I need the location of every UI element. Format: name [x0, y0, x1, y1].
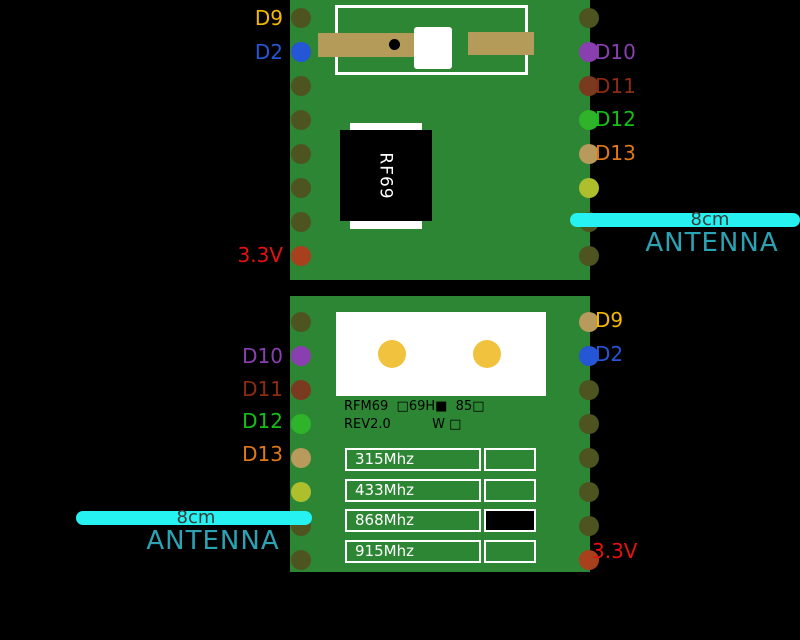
pin-pad-d12	[579, 110, 599, 130]
freq-option-433: 433Mhz	[345, 479, 481, 502]
pin-pad	[291, 144, 311, 164]
freq-checkbox-868-selected	[484, 509, 536, 532]
pin-pad-d13	[291, 448, 311, 468]
pin-pad-d11	[579, 76, 599, 96]
tan-component-left	[318, 33, 416, 57]
freq-option-915: 915Mhz	[345, 540, 481, 563]
pin-pad	[291, 8, 311, 28]
pin-pad	[291, 312, 311, 332]
pin-pad	[579, 414, 599, 434]
pin-label-3v3: 3.3V	[592, 539, 638, 563]
antenna-wire	[76, 511, 312, 525]
gold-pad-right	[473, 340, 501, 368]
pin-label-d10: D10	[595, 40, 636, 64]
pin-pad	[579, 482, 599, 502]
pin-pad	[579, 8, 599, 28]
pin-pad-d9	[579, 312, 599, 332]
pin-label-d2: D2	[254, 40, 283, 64]
pin-pad	[291, 550, 311, 570]
pin-pad	[291, 482, 311, 502]
pin-pad	[579, 178, 599, 198]
antenna-wire	[570, 213, 800, 227]
pin-label-d11: D11	[595, 74, 636, 98]
pin-label-d9: D9	[254, 6, 283, 30]
pin-pad-d2	[579, 346, 599, 366]
pin-pad	[579, 380, 599, 400]
silkscreen-line2: REV2.0 W □	[344, 417, 462, 432]
antenna-label: ANTENNA	[645, 228, 779, 258]
freq-checkbox-433	[484, 479, 536, 502]
pin-pad-d12	[291, 414, 311, 434]
rf69-chip-label: RF69	[375, 151, 396, 200]
pin-pad-d10	[291, 346, 311, 366]
pin-label-d13: D13	[595, 141, 636, 165]
pin-pad-3v3	[291, 246, 311, 266]
freq-option-315: 315Mhz	[345, 448, 481, 471]
pin-pad-d10	[579, 42, 599, 62]
pin-pad	[579, 516, 599, 536]
pin-pad-3v3	[579, 550, 599, 570]
silkscreen-line1: RFM69 □69H■ 85□	[344, 399, 485, 414]
solder-dot	[389, 39, 400, 50]
pin-pad	[291, 178, 311, 198]
crystal-component	[414, 27, 452, 69]
chip-pad-bottom	[350, 219, 422, 229]
pin-label-d9: D9	[595, 308, 624, 332]
pin-label-d2: D2	[595, 342, 624, 366]
antenna-length-label: 8cm	[690, 209, 730, 230]
freq-option-868: 868Mhz	[345, 509, 481, 532]
pin-label-d12: D12	[242, 409, 283, 433]
antenna-label: ANTENNA	[146, 526, 280, 556]
pin-label-d10: D10	[242, 344, 283, 368]
module-footprint	[336, 312, 546, 396]
pin-pad	[579, 448, 599, 468]
pin-pad	[291, 110, 311, 130]
tan-component-right	[468, 32, 534, 55]
gold-pad-left	[378, 340, 406, 368]
rf69-chip: RF69	[340, 130, 432, 221]
pin-pad	[291, 212, 311, 232]
pin-pad-d2	[291, 42, 311, 62]
pin-pad-d11	[291, 380, 311, 400]
pin-pad	[579, 246, 599, 266]
pin-pad	[291, 76, 311, 96]
antenna-length-label: 8cm	[176, 507, 216, 528]
freq-checkbox-915	[484, 540, 536, 563]
pin-label-3v3: 3.3V	[237, 243, 284, 267]
pin-label-d12: D12	[595, 107, 636, 131]
pin-label-d13: D13	[242, 442, 283, 466]
pin-pad-d13	[579, 144, 599, 164]
pin-label-d11: D11	[242, 377, 283, 401]
chip-pad-top	[350, 123, 422, 133]
freq-checkbox-315	[484, 448, 536, 471]
